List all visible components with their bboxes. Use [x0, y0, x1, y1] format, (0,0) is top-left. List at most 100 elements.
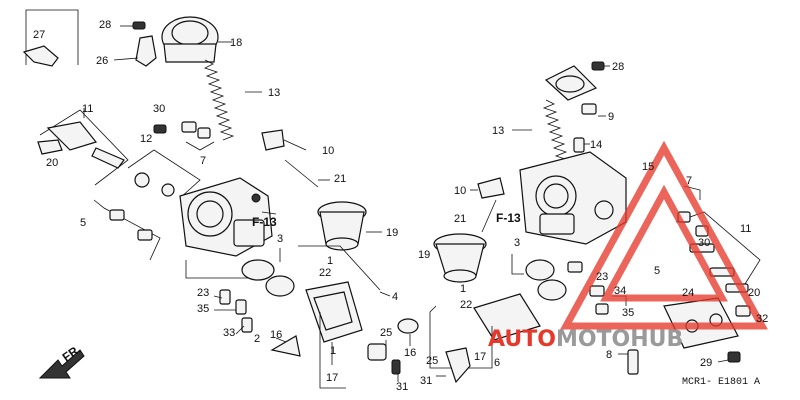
- callout-c29: 29: [700, 357, 712, 369]
- screw-30-left: [153, 124, 167, 134]
- holder-26: [113, 35, 157, 67]
- part-group-5-left: [93, 199, 161, 261]
- needle-holder-10-right: [470, 177, 505, 199]
- watermark-logo: [560, 140, 768, 330]
- callout-c32: 32: [756, 313, 768, 325]
- screw-29: [717, 351, 741, 363]
- callout-c7a: 7: [200, 155, 206, 167]
- float-3-left: [241, 248, 295, 297]
- callout-c17b: 17: [474, 351, 486, 363]
- watermark-brand-left: AUTO: [488, 327, 556, 352]
- top-cover-18: [161, 16, 232, 63]
- callout-c14: 14: [590, 139, 602, 151]
- screw-28-right: [591, 61, 610, 71]
- callout-c1b: 1: [330, 345, 336, 357]
- callout-c28a: 28: [99, 19, 111, 31]
- callout-c28b: 28: [612, 61, 624, 73]
- jet-needle-21-right: [481, 199, 497, 233]
- callout-c16a: 16: [270, 329, 282, 341]
- callout-c21b: 21: [454, 213, 466, 225]
- watermark-brand: AUTOMOTOHUB: [488, 327, 683, 352]
- bracket-27: [22, 9, 79, 67]
- callout-c19b: 19: [418, 249, 430, 261]
- callout-c22b: 22: [460, 299, 472, 311]
- screws-9-14: [573, 103, 606, 153]
- callout-c18: 18: [230, 37, 242, 49]
- frame-ref-right: F-13: [496, 211, 521, 225]
- part-group-right-middle: [567, 261, 627, 315]
- callout-c25b: 25: [426, 355, 438, 367]
- callout-c7b: 7: [686, 175, 692, 187]
- callout-c31b: 31: [420, 375, 432, 387]
- fitting-25-31: [367, 340, 401, 382]
- callout-c19a: 19: [386, 227, 398, 239]
- callout-c13a: 13: [268, 87, 280, 99]
- float-chamber-right: [429, 293, 541, 369]
- callout-c35b: 35: [622, 307, 634, 319]
- callout-c5a: 5: [80, 217, 86, 229]
- watermark-brand-right: HUB: [630, 327, 683, 352]
- screw-8: [618, 349, 639, 375]
- callout-c2: 2: [254, 333, 260, 345]
- callout-c4: 4: [392, 291, 398, 303]
- callout-c11b: 11: [740, 223, 751, 235]
- callout-c30a: 30: [153, 103, 165, 115]
- callout-c8: 8: [606, 349, 612, 361]
- vacuum-piston-19-right: [433, 233, 487, 283]
- callout-c3b: 3: [514, 237, 520, 249]
- drain-16-left: [270, 335, 301, 357]
- callout-c26: 26: [96, 55, 108, 67]
- carburetor-body-left: [179, 177, 277, 257]
- plug-16-middle: [397, 318, 419, 346]
- front-direction-arrow-icon: [38, 349, 85, 379]
- callout-c33: 33: [223, 327, 235, 339]
- front-marker-text: FR.: [60, 342, 84, 365]
- callout-c12: 12: [140, 133, 152, 145]
- float-chamber-gasket-group: [298, 245, 391, 343]
- callout-c23a: 23: [197, 287, 209, 299]
- fitting-25-31-right: [436, 347, 471, 384]
- callout-c1a: 1: [327, 255, 333, 267]
- bracket-11-left: [37, 108, 129, 186]
- callout-c6: 6: [494, 357, 500, 369]
- callout-c16b: 16: [404, 347, 416, 359]
- callout-c30b: 30: [698, 237, 710, 249]
- callout-c5b: 5: [654, 265, 660, 277]
- top-cover-18-right: [544, 65, 598, 101]
- callout-c11a: 11: [82, 103, 93, 115]
- jet-group-left: [185, 260, 253, 335]
- diagram-code: MCR1- E1801 A: [682, 377, 760, 388]
- callout-c21a: 21: [334, 173, 346, 185]
- callout-c20b: 20: [748, 287, 760, 299]
- needle-holder-10-left: [261, 129, 307, 151]
- screw-17-left: [319, 312, 346, 389]
- callout-c17a: 17: [326, 372, 338, 384]
- callout-c10a: 10: [322, 145, 334, 157]
- callout-c15: 15: [642, 161, 654, 173]
- callout-c20a: 20: [46, 157, 58, 169]
- vacuum-piston-19-left: [317, 201, 382, 251]
- float-3-right: [511, 254, 567, 301]
- jet-needle-21-left: [284, 159, 330, 188]
- callout-c34: 34: [614, 285, 626, 297]
- screw-28-left: [120, 21, 146, 30]
- carburetor-body-right: [519, 151, 627, 245]
- callout-c27: 27: [33, 29, 45, 41]
- watermark-brand-mid: MOTO: [556, 327, 630, 352]
- callout-c9: 9: [608, 111, 614, 123]
- callout-c35a: 35: [197, 303, 209, 315]
- callout-c3a: 3: [277, 233, 283, 245]
- callout-c13b: 13: [492, 125, 504, 137]
- spring-13-left: [203, 59, 262, 141]
- callout-c10b: 10: [454, 185, 466, 197]
- part-7-left: [181, 121, 215, 151]
- callout-c1c: 1: [460, 283, 466, 295]
- callout-c24: 24: [682, 287, 694, 299]
- callout-c25a: 25: [380, 327, 392, 339]
- callout-c23b: 23: [596, 271, 608, 283]
- frame-ref-left: F-13: [252, 215, 277, 229]
- plate-12: [127, 149, 201, 199]
